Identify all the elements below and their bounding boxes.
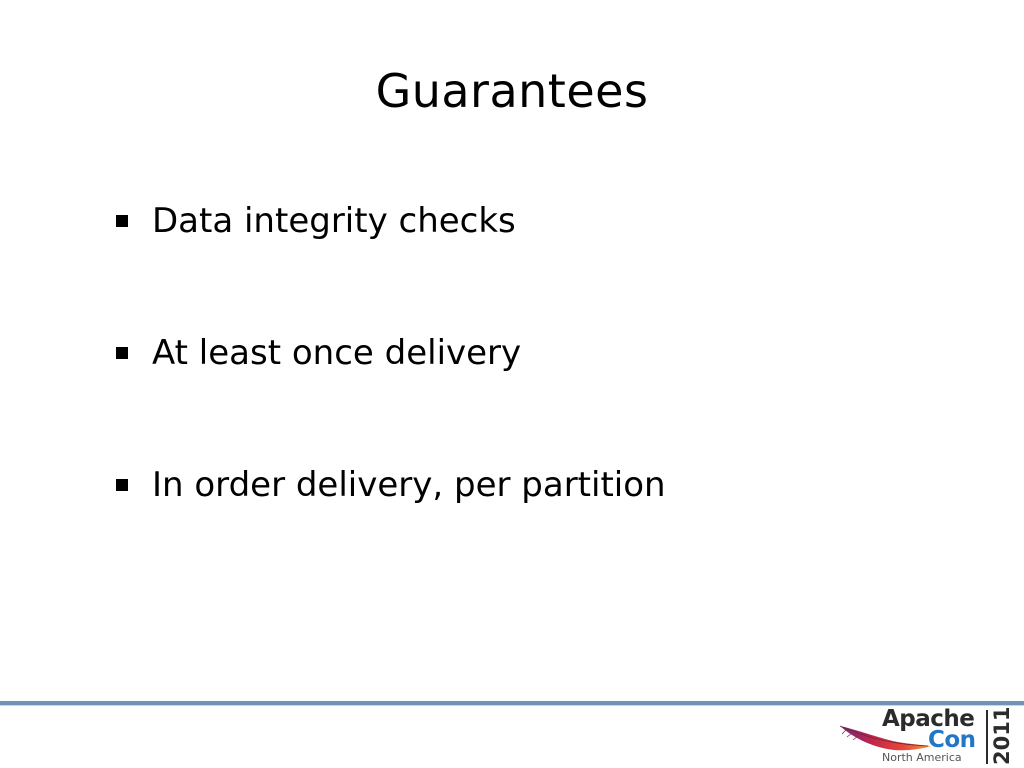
logo-word-apache: Apache	[882, 706, 975, 732]
square-bullet-icon	[116, 347, 128, 359]
logo-separator	[986, 710, 988, 764]
slide-title: Guarantees	[375, 64, 649, 118]
apachecon-logo: Apache Con North America 2011	[838, 706, 1018, 766]
apache-feather-icon	[839, 725, 931, 751]
square-bullet-icon	[116, 479, 128, 491]
bullet-text: Data integrity checks	[152, 201, 516, 241]
bullet-item: At least once delivery	[112, 328, 666, 378]
bullet-text: At least once delivery	[152, 333, 522, 373]
bullet-item: In order delivery, per partition	[112, 460, 666, 510]
logo-word-con: Con	[928, 727, 976, 753]
bullet-item: Data integrity checks	[112, 196, 666, 246]
bullet-text: In order delivery, per partition	[152, 465, 666, 505]
logo-region: North America	[882, 751, 962, 764]
square-bullet-icon	[116, 215, 128, 227]
logo-year: 2011	[990, 706, 1014, 765]
bullet-list: Data integrity checks At least once deli…	[112, 196, 666, 592]
footer-divider	[0, 701, 1024, 706]
